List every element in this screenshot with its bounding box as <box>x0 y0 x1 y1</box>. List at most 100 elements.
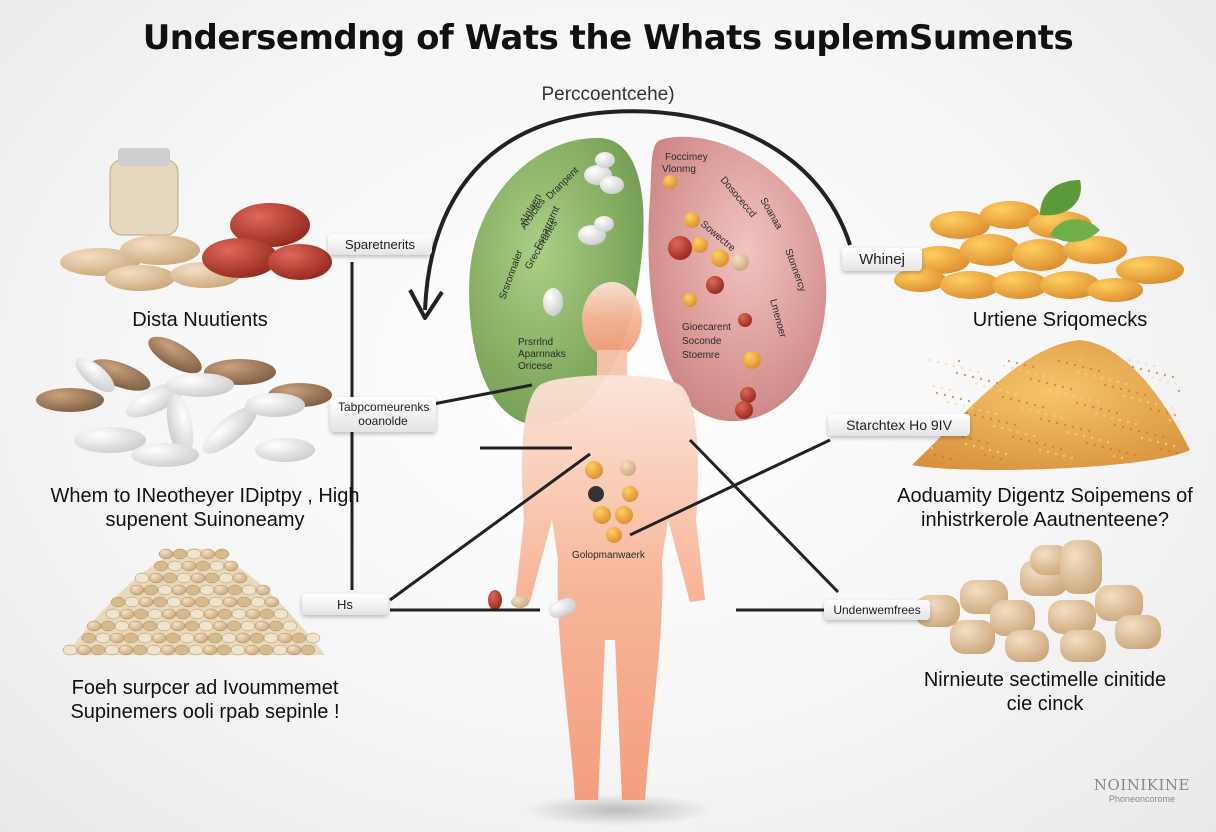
powder-grain <box>1154 402 1158 406</box>
powder-grain <box>1122 394 1126 398</box>
powder-grain <box>1031 365 1035 369</box>
seed <box>286 644 302 656</box>
seed <box>114 620 130 632</box>
powder-grain <box>1117 449 1121 453</box>
powder-grain <box>1052 414 1056 418</box>
powder-grain <box>1034 372 1038 376</box>
powder-grain <box>1063 423 1067 427</box>
seed <box>216 644 232 656</box>
tag-left-3: Hs <box>302 594 388 615</box>
seed <box>161 608 177 620</box>
powder-grain <box>1082 434 1086 438</box>
powder-grain <box>977 439 981 443</box>
powder-grain <box>1161 435 1165 439</box>
seed <box>209 560 225 572</box>
powder-grain <box>961 435 965 439</box>
seed <box>123 632 139 644</box>
powder-grain <box>1148 438 1152 442</box>
seed <box>124 596 140 608</box>
powder-grain <box>981 415 985 419</box>
powder-grain <box>933 453 937 457</box>
seed <box>193 632 209 644</box>
powder-grain <box>985 441 989 445</box>
seed <box>208 596 224 608</box>
seed <box>249 632 265 644</box>
seed <box>158 548 174 560</box>
powder-grain <box>1147 369 1151 373</box>
powder-grain <box>1046 450 1050 454</box>
powder-grain <box>1080 396 1084 400</box>
seed <box>105 608 121 620</box>
powder-grain <box>1116 380 1120 384</box>
powder-grain <box>1037 379 1041 383</box>
powder-grain <box>1100 376 1104 380</box>
powder-grain <box>954 402 958 406</box>
seed <box>104 644 120 656</box>
seed <box>95 632 111 644</box>
powder-grain <box>1157 409 1161 413</box>
seed <box>62 644 78 656</box>
powder-grain <box>1175 451 1179 455</box>
powder-grain <box>1166 380 1170 384</box>
powder-grain <box>1155 371 1159 375</box>
powder-grain <box>1156 440 1160 444</box>
powder-grain <box>1138 398 1142 402</box>
powder-grain <box>1149 407 1153 411</box>
tablet-pile <box>915 540 1161 662</box>
powder-grain <box>1050 376 1054 380</box>
powder-grain <box>1019 437 1023 441</box>
powder-grain <box>1109 447 1113 451</box>
powder-grain <box>930 446 934 450</box>
powder-grain <box>1106 440 1110 444</box>
powder-grain <box>1025 401 1029 405</box>
powder-grain <box>1137 429 1141 433</box>
powder-grain <box>1032 434 1036 438</box>
seed <box>179 632 195 644</box>
powder-grain <box>1167 449 1171 453</box>
powder-grain <box>1092 374 1096 378</box>
seed <box>172 548 188 560</box>
seed <box>213 584 229 596</box>
seed <box>157 584 173 596</box>
seed <box>185 584 201 596</box>
seed <box>134 572 150 584</box>
seed <box>221 632 237 644</box>
powder-grain <box>1005 421 1009 425</box>
seed <box>86 620 102 632</box>
powder-grain <box>1098 438 1102 442</box>
seed <box>218 572 234 584</box>
powder-grain <box>1118 418 1122 422</box>
powder-grain <box>1097 369 1101 373</box>
tag-left-1: Sparetnerits <box>328 234 432 255</box>
seed <box>259 608 275 620</box>
powder-grain <box>1108 378 1112 382</box>
powder-grain <box>1146 400 1150 404</box>
powder-grain <box>1043 443 1047 447</box>
powder-grain <box>957 359 961 363</box>
powder-grain <box>1102 414 1106 418</box>
powder-grain <box>1119 387 1123 391</box>
brand-watermark: NOINIKINE Phoneoncorome <box>1094 776 1190 804</box>
powder-grain <box>940 386 944 390</box>
capsule-pile <box>36 336 332 467</box>
powder-grain <box>1006 390 1010 394</box>
powder-grain <box>1042 374 1046 378</box>
powder-grain <box>991 455 995 459</box>
powder-grain <box>989 417 993 421</box>
powder-grain <box>967 399 971 403</box>
seed <box>305 632 321 644</box>
right-label-1: Urtiene Sriqomecks <box>972 309 1148 331</box>
left-label-2: Whem to INeotheyer IDiptpy , High supene… <box>50 485 360 531</box>
powder-grain <box>1002 364 1006 368</box>
powder-grain <box>992 424 996 428</box>
powder-grain <box>1144 362 1148 366</box>
powder-grain <box>999 457 1003 461</box>
powder-grain <box>951 395 955 399</box>
seed <box>143 584 159 596</box>
powder-grain <box>1096 400 1100 404</box>
seed <box>235 632 251 644</box>
seed <box>119 608 135 620</box>
left-label-1: Dista Nuutients <box>132 309 268 331</box>
powder-grain <box>972 444 976 448</box>
powder-grain <box>1054 452 1058 456</box>
